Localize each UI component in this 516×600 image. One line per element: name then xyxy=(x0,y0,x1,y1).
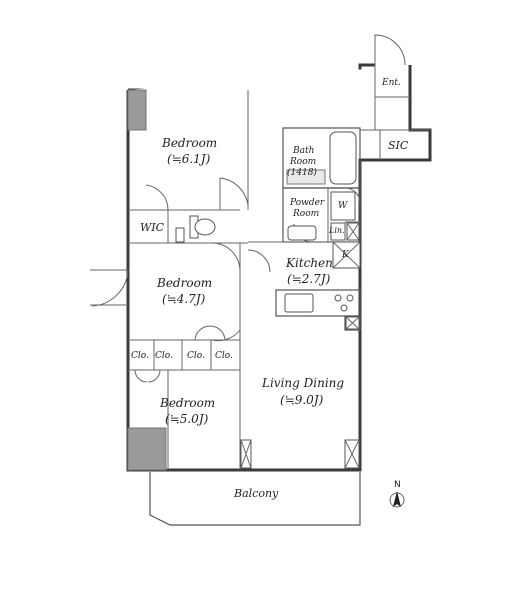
closet-label-2: Clo. xyxy=(155,351,173,361)
compass: N xyxy=(389,480,405,508)
living-size: (≒9.0J) xyxy=(280,393,324,407)
wic-shelf xyxy=(175,227,185,243)
pillar-bottom-left xyxy=(127,427,167,471)
stove-burner-3 xyxy=(340,304,348,312)
bathtub xyxy=(329,131,357,185)
kitchen-sink xyxy=(284,293,314,313)
bath-size: (1418) xyxy=(287,167,317,178)
kitchen-name: Kitchen xyxy=(285,256,333,270)
kitchen-size: (≒2.7J) xyxy=(287,272,331,286)
compass-label: N xyxy=(394,480,401,490)
powder-name-line2: Room xyxy=(292,209,319,219)
linen-shelf xyxy=(330,222,346,241)
fixtures xyxy=(175,131,361,469)
room-labels: Bedroom (≒6.1J) Bedroom (≒4.7J) Bedroom … xyxy=(131,78,409,500)
washer-name: W xyxy=(338,201,348,211)
closet-label-1: Clo. xyxy=(131,351,149,361)
bedroom2-name: Bedroom xyxy=(156,276,212,290)
bedroom3-size: (≒5.0J) xyxy=(165,412,209,426)
stove-burner-1 xyxy=(334,294,342,302)
toilet-bowl xyxy=(194,218,216,236)
interior-walls xyxy=(128,65,430,470)
bedroom3-name: Bedroom xyxy=(159,396,215,410)
entrance-name: Ent. xyxy=(381,78,401,88)
washer-pan xyxy=(330,191,356,221)
doors xyxy=(90,34,406,383)
compass-arrow-icon xyxy=(393,491,401,507)
bath-name-line2: Room xyxy=(289,157,316,167)
bath-sink xyxy=(286,169,326,185)
wic-name: WIC xyxy=(140,221,165,234)
bath-name-line1: Bath xyxy=(292,146,314,156)
pillar-top-left xyxy=(127,89,147,131)
sic-name: SIC xyxy=(388,139,409,152)
powder-name-line1: Powder xyxy=(289,198,325,208)
living-name: Living Dining xyxy=(261,376,344,390)
laundry-name: Lin. xyxy=(328,226,345,235)
bedroom1-size: (≒6.1J) xyxy=(167,152,211,166)
closet-label-4: Clo. xyxy=(215,351,233,361)
bedroom2-size: (≒4.7J) xyxy=(162,292,206,306)
balcony-name: Balcony xyxy=(233,487,279,500)
closet-label-3: Clo. xyxy=(187,351,205,361)
fridge-name: K xyxy=(341,250,350,260)
stove-burner-2 xyxy=(346,294,354,302)
bedroom1-name: Bedroom xyxy=(161,136,217,150)
washbasin xyxy=(287,225,317,241)
